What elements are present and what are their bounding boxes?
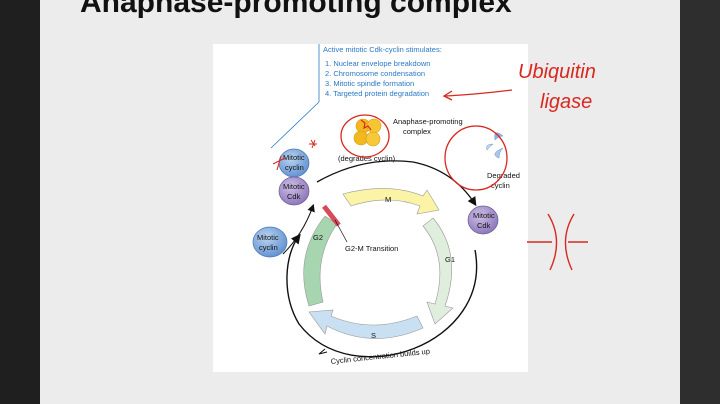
- mitotic-cyclin-top-line2: cyclin: [285, 163, 304, 172]
- ligase-handwriting: ligase: [540, 91, 592, 113]
- phase-m-arrow: [342, 188, 440, 215]
- stimulates-item-2: 2. Chromosome condensation: [325, 69, 425, 78]
- mitotic-cyclin-left-line1: Mitotic: [257, 233, 279, 242]
- mitotic-cdk-right-line2: Cdk: [477, 221, 491, 230]
- mitotic-cdk-top: Mitotic Cdk: [278, 176, 310, 206]
- mitotic-cyclin-left: Mitotic cyclin: [252, 226, 288, 258]
- degrades-label: (degrades cyclin): [338, 154, 396, 163]
- g2m-transition-bar: [322, 204, 341, 227]
- buildup-arrow-head: [318, 348, 328, 355]
- cell-cycle-diagram: Active mitotic Cdk-cyclin stimulates: 1.…: [252, 44, 520, 366]
- right-window-edge: [680, 0, 720, 404]
- apc-label-line1: Anaphase-promoting: [393, 117, 463, 126]
- degraded-cyclin-icon: [486, 132, 504, 159]
- phase-g2-label: G2: [313, 233, 323, 242]
- mitotic-cyclin-left-line2: cyclin: [259, 243, 278, 252]
- pointer-line: [270, 101, 320, 149]
- mitotic-cdk-top-line2: Cdk: [287, 192, 301, 201]
- phase-g1-label: G1: [445, 255, 455, 264]
- mitotic-cyclin-top: Mitotic cyclin: [278, 148, 310, 178]
- transition-label: G2-M Transition: [345, 244, 398, 253]
- transition-pointer: [334, 219, 348, 243]
- phase-g2-arrow: [303, 215, 338, 307]
- phase-s-arrow: [308, 309, 424, 339]
- bracket-mark-left: [547, 213, 558, 271]
- cyclin-binding-arrow: [282, 203, 315, 255]
- phase-g1-arrow: [422, 217, 454, 325]
- stimulates-box: Active mitotic Cdk-cyclin stimulates: 1.…: [318, 44, 442, 102]
- mitotic-cyclin-top-line1: Mitotic: [283, 153, 305, 162]
- slide-title: Anaphase-promoting complex: [80, 0, 512, 19]
- mitotic-cdk-right-line1: Mitotic: [473, 211, 495, 220]
- stimulates-item-3: 3. Mitotic spindle formation: [325, 79, 414, 88]
- cyclin-check-mark: [272, 155, 286, 171]
- slide: Anaphase-promoting complex Active mi: [40, 0, 680, 404]
- cell-cycle-figure: Active mitotic Cdk-cyclin stimulates: 1.…: [213, 44, 528, 372]
- buildup-arrow: [286, 233, 478, 358]
- mitotic-cdk-right: Mitotic Cdk: [467, 205, 499, 235]
- bracket-mark-right: [564, 213, 575, 271]
- cell-cycle-ring: [303, 188, 454, 339]
- stimulates-item-4: 4. Targeted protein degradation: [325, 89, 429, 98]
- degraded-cyclin-line2: cyclin: [491, 181, 510, 190]
- buildup-label: Cyclin concentration builds up: [330, 347, 430, 366]
- left-window-edge: [0, 0, 40, 404]
- red-scribble-mark: [309, 139, 317, 149]
- stimulates-heading: Active mitotic Cdk-cyclin stimulates:: [323, 45, 442, 54]
- apc-label-line2: complex: [403, 127, 431, 136]
- phase-m-label: M: [385, 195, 391, 204]
- mitotic-cdk-top-line1: Mitotic: [283, 182, 305, 191]
- apc-icon: [353, 118, 382, 147]
- ubiquitin-handwriting: Ubiquitin: [518, 61, 596, 83]
- degraded-cyclin-line1: Degraded: [487, 171, 520, 180]
- stimulates-item-1: 1. Nuclear envelope breakdown: [325, 59, 430, 68]
- phase-s-label: S: [371, 331, 376, 340]
